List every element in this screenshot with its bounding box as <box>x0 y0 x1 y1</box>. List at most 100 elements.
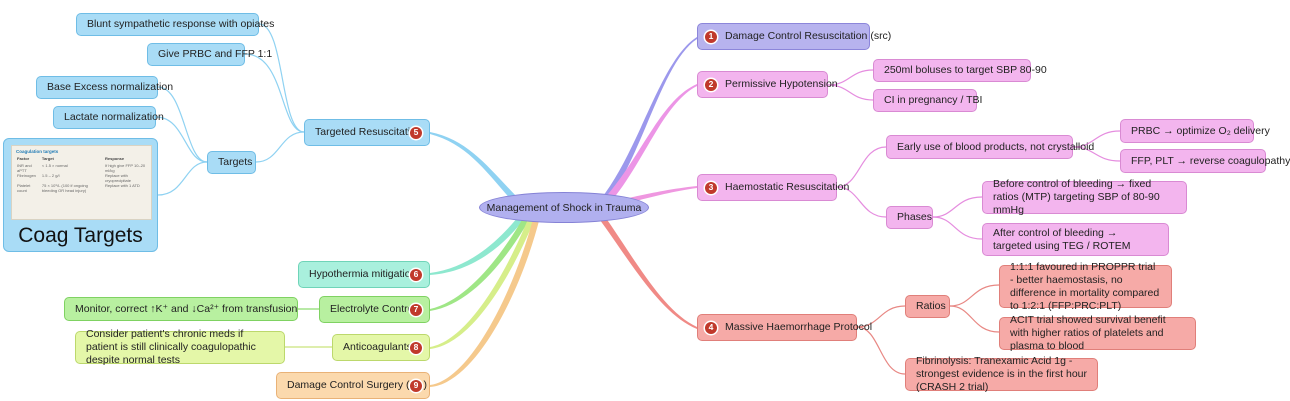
node-label: Lactate normalization <box>64 111 164 123</box>
coag-table: Factor Target Response INR and aPTT < 1.… <box>16 156 147 193</box>
branch-label: Massive Haemorrhage Protocol <box>725 321 873 333</box>
node-lactate[interactable]: Lactate normalization <box>53 106 164 129</box>
link-target-prbc <box>244 53 305 133</box>
branch-label: Hypothermia mitigation <box>309 268 417 280</box>
table-cell: If high give FFP 10–20 ml/kg <box>104 163 146 173</box>
branch-permissive-hypotension[interactable]: 2 Permissive Hypotension <box>697 71 838 98</box>
branch-label: Haemostatic Resuscitation <box>725 181 850 193</box>
node-targets[interactable]: Targets <box>207 151 256 174</box>
branch-targeted-resuscitation[interactable]: Targeted Resuscitation 5 <box>304 119 430 146</box>
branch-link-5 <box>430 132 520 203</box>
table-header: Factor <box>17 156 30 161</box>
node-label: Ratios <box>916 300 946 312</box>
node-proppr-trial[interactable]: 1:1:1 favoured in PROPPR trial - better … <box>999 261 1172 312</box>
node-label: Monitor, correct ↑K⁺ and ↓Ca²⁺ from tran… <box>75 302 298 315</box>
node-label: FFP, PLT → reverse coagulopathy <box>1131 154 1290 167</box>
branch-damage-control-surgery[interactable]: Damage Control Surgery (src) 9 <box>276 372 430 399</box>
central-topic[interactable]: Management of Shock in Trauma <box>479 192 649 223</box>
link-ratio-a <box>949 284 1000 307</box>
link-ratio-b <box>949 305 1000 333</box>
node-label: CI in pregnancy / TBI <box>884 94 983 106</box>
node-250ml-boluses[interactable]: 250ml boluses to target SBP 80-90 <box>873 59 1047 82</box>
branch-label: Damage Control Resuscitation (src) <box>725 30 892 42</box>
table-header: Target <box>41 156 54 161</box>
link-haemo-phases <box>836 186 887 218</box>
number-badge: 6 <box>410 268 422 281</box>
link-targets-coag <box>157 161 208 196</box>
node-coag-targets[interactable]: Coagulation targets Factor Target Respon… <box>3 138 158 252</box>
node-label: Phases <box>897 211 933 223</box>
node-early-blood-products[interactable]: Early use of blood products, not crystal… <box>886 135 1094 159</box>
link-target-targets <box>255 131 305 163</box>
link-hypo-a <box>827 69 874 86</box>
image-title: Coagulation targets <box>16 149 59 154</box>
node-ratios[interactable]: Ratios <box>905 295 950 318</box>
coagulation-targets-image: Coagulation targets Factor Target Respon… <box>11 145 152 220</box>
node-label: 1:1:1 favoured in PROPPR trial - better … <box>1010 260 1160 312</box>
node-chronic-meds[interactable]: Consider patient's chronic meds if patie… <box>75 328 285 366</box>
node-label: Targets <box>218 156 253 168</box>
node-prbc-o2[interactable]: PRBC → optimize O₂ delivery <box>1120 119 1270 143</box>
node-prbc-ffp[interactable]: Give PRBC and FFP 1:1 <box>147 43 272 66</box>
node-acit-trial[interactable]: ACIT trial showed survival benefit with … <box>999 314 1196 352</box>
node-label: Before control of bleeding → fixed ratio… <box>993 178 1160 216</box>
table-cell: Replace with 1 ATD <box>104 183 140 188</box>
table-cell: 75 × 10⁹/L (100 if ongoing bleeding OR h… <box>41 183 88 193</box>
node-label: ACIT trial showed survival benefit with … <box>1010 314 1166 352</box>
node-before-control[interactable]: Before control of bleeding → fixed ratio… <box>982 178 1187 216</box>
link-hypo-b <box>827 84 874 101</box>
branch-label: Permissive Hypotension <box>725 78 838 90</box>
number-badge: 9 <box>410 379 422 392</box>
branch-haemostatic-resuscitation[interactable]: 3 Haemostatic Resuscitation <box>697 174 849 201</box>
link-early-ffp <box>1072 146 1121 162</box>
table-header: Response <box>104 156 125 161</box>
node-label: Consider patient's chronic meds if patie… <box>86 328 256 366</box>
branch-label: Damage Control Surgery (src) <box>287 379 428 391</box>
node-fibrinolysis[interactable]: Fibrinolysis: Tranexamic Acid 1g - stron… <box>905 355 1098 393</box>
branch-link-7 <box>430 213 532 311</box>
branch-damage-control-resuscitation[interactable]: 1 Damage Control Resuscitation (src) <box>697 23 891 50</box>
number-badge: 7 <box>410 303 422 316</box>
branch-anticoagulants[interactable]: Anticoagulants 8 <box>332 334 430 361</box>
link-early-prbc <box>1072 130 1121 148</box>
node-label: Blunt sympathetic response with opiates <box>87 18 275 30</box>
node-label: Base Excess normalization <box>47 81 174 93</box>
branch-massive-haemorrhage-protocol[interactable]: 4 Massive Haemorrhage Protocol <box>697 314 872 341</box>
coag-targets-label: Coag Targets <box>18 224 143 247</box>
link-phase-after <box>932 216 983 240</box>
link-haemo-early <box>836 146 887 188</box>
link-target-blunt <box>258 23 305 133</box>
node-blunt-sympathetic[interactable]: Blunt sympathetic response with opiates <box>76 13 274 36</box>
table-cell: Fibrinogen <box>17 173 36 178</box>
node-label: Give PRBC and FFP 1:1 <box>158 48 273 60</box>
node-label: After control of bleeding → targeted usi… <box>993 226 1131 252</box>
link-targets-be <box>157 86 208 163</box>
node-after-control[interactable]: After control of bleeding → targeted usi… <box>982 223 1169 256</box>
link-mhp-ratios <box>856 305 906 328</box>
node-label: 250ml boluses to target SBP 80-90 <box>884 64 1047 76</box>
link-mhp-fib <box>856 326 906 375</box>
central-topic-label: Management of Shock in Trauma <box>486 201 642 214</box>
node-label: PRBC → optimize O₂ delivery <box>1131 124 1270 137</box>
table-cell: < 1.5 × normal <box>41 163 68 168</box>
number-badge: 8 <box>410 341 422 354</box>
branch-hypothermia-mitigation[interactable]: Hypothermia mitigation 6 <box>298 261 430 288</box>
node-base-excess[interactable]: Base Excess normalization <box>36 76 173 99</box>
number-badge: 4 <box>705 321 717 334</box>
number-badge: 2 <box>705 78 717 91</box>
node-ci-pregnancy-tbi[interactable]: CI in pregnancy / TBI <box>873 89 982 112</box>
table-cell: INR and aPTT <box>17 163 32 173</box>
branch-electrolyte-control[interactable]: Electrolyte Control 7 <box>319 296 430 323</box>
table-cell: Replace with cryoprecipitate <box>104 173 131 183</box>
branch-link-4 <box>594 210 697 329</box>
number-badge: 3 <box>705 181 717 194</box>
link-targets-lac <box>155 116 208 163</box>
node-label: Fibrinolysis: Tranexamic Acid 1g - stron… <box>916 355 1088 393</box>
branch-link-2 <box>602 84 697 205</box>
node-phases[interactable]: Phases <box>886 206 933 229</box>
branch-label: Electrolyte Control <box>330 303 416 315</box>
node-monitor-electrolytes[interactable]: Monitor, correct ↑K⁺ and ↓Ca²⁺ from tran… <box>64 297 298 321</box>
node-label: Early use of blood products, not crystal… <box>897 140 1095 153</box>
node-ffp-plt[interactable]: FFP, PLT → reverse coagulopathy <box>1120 149 1290 173</box>
branch-label: Targeted Resuscitation <box>315 126 422 138</box>
